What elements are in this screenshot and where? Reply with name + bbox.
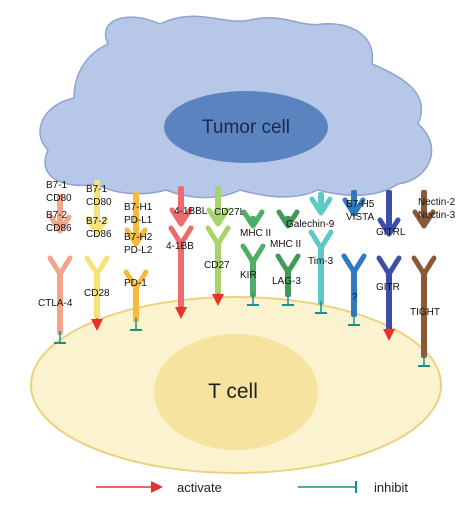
- receptor-cd27-stalk: [215, 242, 221, 297]
- receptor-kir-head: [240, 243, 266, 265]
- receptor-label-vista: ?: [352, 292, 358, 303]
- pair-lag3: MHC II LAG-3: [270, 209, 301, 306]
- receptor-kir-stalk: [250, 260, 256, 297]
- ligand-vista-head: [342, 197, 366, 217]
- ligand-tight-stalk: [421, 190, 427, 222]
- receptor-label-lag3: LAG-3: [272, 276, 301, 287]
- ligand-label-gitr-0: GITRL: [376, 227, 406, 238]
- receptor-lag3-stalk: [285, 270, 291, 297]
- ligand-vista-stalk: [351, 190, 357, 210]
- ligand-cd27-stalk: [215, 186, 221, 220]
- ligand-label-cd27-0: CD27L: [214, 207, 246, 218]
- receptor-tim3-stalk: [318, 246, 324, 305]
- ligand-tim3-head: [309, 196, 333, 216]
- receptor-label-ctla4: CTLA-4: [38, 298, 73, 309]
- ligand-label-cd28-2: B7-2: [86, 216, 108, 227]
- receptor-ctla4-stalk: [57, 272, 63, 335]
- ligand-cd28-stalk: [94, 180, 100, 229]
- receptor-lag3-head: [275, 253, 301, 275]
- tumor-cell-nucleus: [164, 91, 328, 163]
- ligand-pd1-stalk: [133, 191, 139, 240]
- receptor-tight-stalk: [421, 272, 427, 358]
- ligand-label-tight-1: Nectin-3: [418, 210, 456, 221]
- ligand-tim3-stalk: [318, 192, 324, 209]
- pair-cd27: CD27L CD27: [204, 186, 246, 306]
- receptor-gitr-stalk: [386, 272, 392, 332]
- pair-kir: MHC II KIR: [240, 209, 271, 306]
- receptor-vista-stalk: [351, 270, 357, 317]
- tumor-cell-label: Tumor cell: [202, 117, 290, 138]
- receptor-ctla4-head: [47, 255, 73, 277]
- ligand-label-ctla4-3: CD86: [46, 223, 72, 234]
- receptor-cd28-stalk: [94, 272, 100, 322]
- ligand-lag3-head: [276, 209, 300, 229]
- t-cell-label: T cell: [208, 380, 258, 403]
- ligand-label-lag3-0: MHC II: [270, 239, 301, 250]
- ligand-label-41bb-0: 4-1BBL: [174, 206, 208, 217]
- receptor-label-tim3: Tim-3: [308, 256, 334, 267]
- pair-41bb: 4-1BBL 4-1BB: [166, 186, 208, 319]
- receptor-tim3-head: [308, 229, 334, 251]
- ligand-cd28-head: [85, 216, 109, 236]
- ligand-label-ctla4-2: B7-2: [46, 210, 68, 221]
- ligand-label-tim3-0: Galechin-9: [286, 219, 335, 230]
- ligand-label-kir-0: MHC II: [240, 228, 271, 239]
- ligand-label-tight-0: Nectin-2: [418, 197, 456, 208]
- ligand-pd1-head: [124, 227, 148, 247]
- receptor-label-tight: TIGHT: [410, 307, 440, 318]
- receptor-cd27-head: [205, 225, 231, 247]
- t-cell-nucleus: [154, 334, 318, 450]
- receptor-label-cd27: CD27: [204, 260, 230, 271]
- ligand-receptor-pairs: B7-1CD80B7-2CD86CTLA-4B7-1CD80B7-2CD86CD…: [38, 180, 456, 367]
- receptor-label-kir: KIR: [240, 270, 257, 281]
- receptor-41bb-stalk: [178, 242, 184, 310]
- ligand-label-pd1-3: PD-L2: [124, 245, 153, 256]
- ligand-label-pd1-0: B7-H1: [124, 202, 153, 213]
- ligand-gitr-head: [377, 217, 401, 237]
- legend-activate-label: activate: [177, 480, 222, 495]
- receptor-tight-head: [411, 255, 437, 277]
- ligand-label-pd1-2: B7-H2: [124, 232, 153, 243]
- receptor-label-41bb: 4-1BB: [166, 241, 194, 252]
- ligand-label-vista-0: B7-H5: [346, 199, 375, 210]
- receptor-label-pd1: PD-1: [124, 278, 147, 289]
- ligand-label-pd1-1: PD-L1: [124, 215, 153, 226]
- ligand-label-ctla4-1: CD80: [46, 193, 72, 204]
- receptor-label-gitr: GITR: [376, 282, 400, 293]
- receptor-vista-head: [341, 253, 367, 275]
- receptor-pd1-stalk: [133, 286, 139, 322]
- legend: activate inhibit: [96, 480, 408, 495]
- receptor-label-cd28: CD28: [84, 288, 110, 299]
- ligand-kir-head: [241, 209, 265, 229]
- ligand-cd27-head: [206, 207, 230, 227]
- ligand-label-ctla4-0: B7-1: [46, 180, 68, 191]
- ligand-41bb-head: [169, 207, 193, 227]
- ligand-label-cd28-3: CD86: [86, 229, 112, 240]
- ligand-ctla4-stalk: [57, 194, 63, 227]
- ligand-ctla4-head: [48, 214, 72, 234]
- legend-inhibit-label: inhibit: [374, 480, 408, 495]
- ligand-label-cd28-1: CD80: [86, 197, 112, 208]
- receptor-cd28-head: [84, 255, 110, 277]
- ligand-tight-head: [412, 209, 436, 229]
- ligand-label-cd28-0: B7-1: [86, 184, 108, 195]
- ligand-41bb-stalk: [178, 186, 184, 220]
- ligand-label-vista-1: VISTA: [346, 212, 374, 223]
- ligand-gitr-stalk: [386, 190, 392, 230]
- pair-gitr: GITRL GITR: [376, 190, 406, 341]
- receptor-gitr-head: [376, 255, 402, 277]
